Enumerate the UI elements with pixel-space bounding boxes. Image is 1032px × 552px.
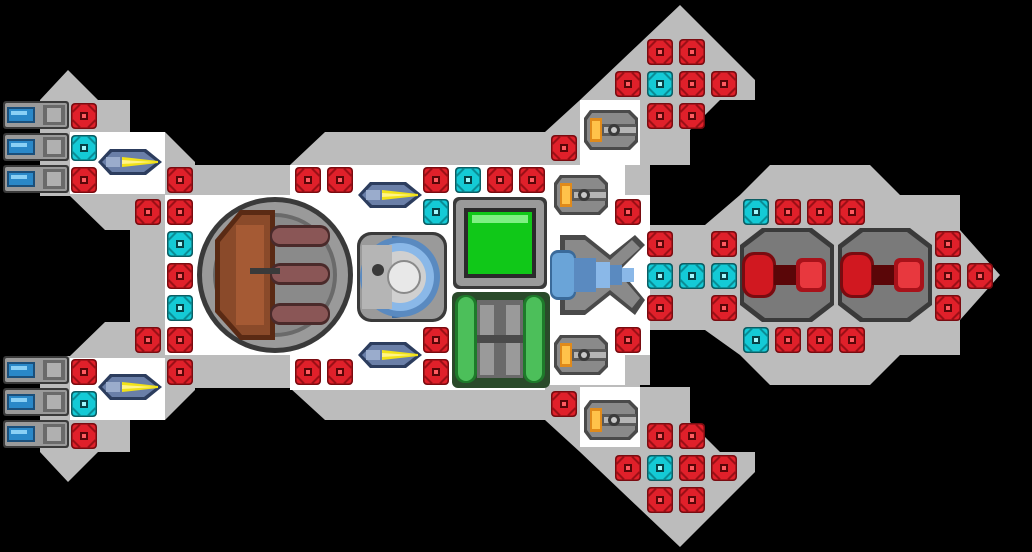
- armor-block-icon: [166, 198, 194, 226]
- thruster-icon: [3, 133, 69, 161]
- armor-block-icon: [838, 326, 866, 354]
- shield-node-icon: [710, 262, 738, 290]
- turret-icon: [584, 110, 638, 150]
- dome-module-icon[interactable]: [357, 232, 447, 322]
- armor-block-icon: [518, 166, 546, 194]
- thruster-icon: [3, 165, 69, 193]
- armor-block-icon: [646, 38, 674, 66]
- shield-node-icon: [166, 294, 194, 322]
- armor-block-icon: [678, 38, 706, 66]
- armor-block-icon: [678, 422, 706, 450]
- shield-node-icon: [646, 262, 674, 290]
- armor-block-icon: [166, 262, 194, 290]
- armor-block-icon: [934, 294, 962, 322]
- armor-block-icon: [422, 326, 450, 354]
- armor-block-icon: [326, 358, 354, 386]
- armor-block-icon: [646, 102, 674, 130]
- armor-block-icon: [166, 166, 194, 194]
- shield-node-icon: [678, 262, 706, 290]
- red-engine-icon: [838, 228, 932, 322]
- armor-block-icon: [550, 390, 578, 418]
- shield-node-icon: [454, 166, 482, 194]
- armor-block-icon: [646, 422, 674, 450]
- red-engines[interactable]: [740, 228, 932, 322]
- armor-block-icon: [646, 230, 674, 258]
- thruster-icon: [3, 101, 69, 129]
- armor-block-icon: [166, 358, 194, 386]
- armor-block-icon: [166, 326, 194, 354]
- armor-block-icon: [678, 454, 706, 482]
- shield-node-icon: [166, 230, 194, 258]
- thruster-icon: [3, 356, 69, 384]
- armor-block-icon: [678, 70, 706, 98]
- armor-block-icon: [678, 486, 706, 514]
- armor-block-icon: [70, 422, 98, 450]
- thruster-icon: [3, 388, 69, 416]
- shield-node-icon: [422, 198, 450, 226]
- armor-block-icon: [294, 358, 322, 386]
- armor-block-icon: [614, 198, 642, 226]
- fuel-tank-icon[interactable]: [452, 292, 550, 388]
- armor-block-icon: [710, 454, 738, 482]
- armor-block-icon: [614, 70, 642, 98]
- armor-block-icon: [774, 198, 802, 226]
- shield-node-icon: [646, 454, 674, 482]
- command-module-icon[interactable]: [453, 197, 547, 289]
- armor-block-icon: [646, 294, 674, 322]
- turret-icon: [554, 335, 608, 375]
- armor-block-icon: [326, 166, 354, 194]
- armor-block-icon: [70, 358, 98, 386]
- armor-block-icon: [710, 294, 738, 322]
- thrusters[interactable]: [3, 101, 69, 448]
- drill-engine-icon[interactable]: [550, 235, 645, 315]
- armor-block-icon: [486, 166, 514, 194]
- armor-block-icon: [294, 166, 322, 194]
- armor-block-icon: [614, 454, 642, 482]
- armor-block-icon: [838, 198, 866, 226]
- armor-block-icon: [934, 262, 962, 290]
- armor-block-icon: [134, 326, 162, 354]
- armor-block-icon: [774, 326, 802, 354]
- armor-block-icon: [806, 198, 834, 226]
- shield-node-icon: [742, 326, 770, 354]
- shield-node-icon: [742, 198, 770, 226]
- shield-node-icon: [70, 134, 98, 162]
- red-engine-icon: [740, 228, 834, 322]
- armor-block-icon: [422, 358, 450, 386]
- shield-node-icon: [646, 70, 674, 98]
- turret-icon: [584, 400, 638, 440]
- thruster-icon: [3, 420, 69, 448]
- armor-block-icon: [614, 326, 642, 354]
- armor-block-icon: [806, 326, 834, 354]
- armor-block-icon: [646, 486, 674, 514]
- armor-block-icon: [422, 166, 450, 194]
- armor-block-icon: [710, 230, 738, 258]
- armor-block-icon: [70, 166, 98, 194]
- armor-block-icon: [934, 230, 962, 258]
- armor-block-icon: [134, 198, 162, 226]
- armor-block-icon: [966, 262, 994, 290]
- armor-block-icon: [550, 134, 578, 162]
- armor-block-icon: [678, 102, 706, 130]
- shield-node-icon: [70, 390, 98, 418]
- armor-block-icon: [70, 102, 98, 130]
- reactor-core-icon[interactable]: [197, 197, 353, 353]
- turret-icon: [554, 175, 608, 215]
- armor-block-icon: [710, 70, 738, 98]
